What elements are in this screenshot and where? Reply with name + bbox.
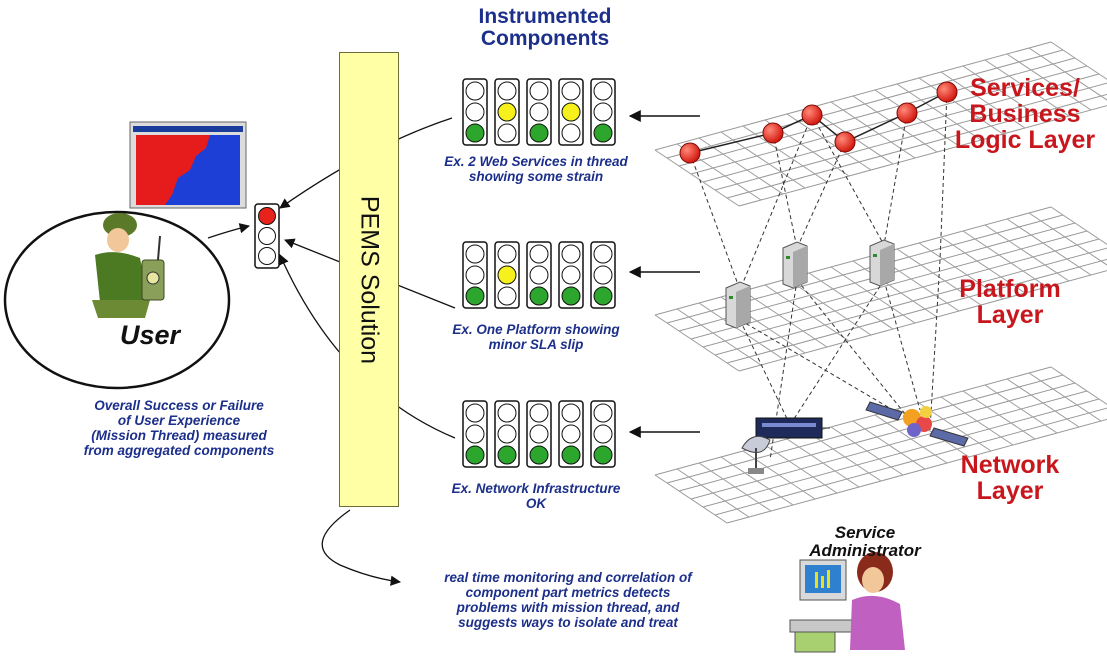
satellite-dish-icon (741, 435, 771, 474)
service-node (936, 81, 958, 103)
traffic-light (526, 400, 552, 468)
platform-layer-label: Platform Layer (959, 275, 1061, 329)
traffic-light (462, 400, 488, 468)
service-administrator-label: Service Administrator (809, 523, 921, 560)
server-icon (725, 281, 751, 329)
instrumented-components-title: Instrumented Components (478, 5, 612, 50)
service-nodes (679, 81, 958, 164)
network-traffic-lights (462, 400, 616, 468)
traffic-light (462, 241, 488, 309)
satellite-icon (865, 401, 969, 447)
monitoring-caption: real time monitoring and correlation of … (444, 570, 692, 630)
layer-connections (689, 91, 948, 461)
server-icon (782, 241, 808, 289)
services-caption: Ex. 2 Web Services in thread showing som… (444, 154, 628, 184)
service-node (762, 122, 784, 144)
router-icon (755, 417, 830, 439)
traffic-light (558, 241, 584, 309)
service-node (801, 104, 823, 126)
user-monitor-icon (129, 121, 247, 209)
traffic-light (462, 78, 488, 146)
user-traffic-light (254, 203, 280, 269)
traffic-light (590, 400, 616, 468)
platform-traffic-lights (462, 241, 616, 309)
platform-caption: Ex. One Platform showing minor SLA slip (452, 322, 620, 352)
admin-person-icon (789, 552, 905, 653)
traffic-light (494, 241, 520, 309)
service-node (834, 131, 856, 153)
traffic-light (590, 241, 616, 309)
server-icon (869, 239, 895, 287)
service-node (679, 142, 701, 164)
traffic-light (526, 241, 552, 309)
traffic-light (526, 78, 552, 146)
layer-to-light-arrows (628, 110, 700, 438)
traffic-light (494, 78, 520, 146)
traffic-light (494, 400, 520, 468)
traffic-light (558, 78, 584, 146)
network-caption: Ex. Network Infrastructure OK (451, 481, 621, 511)
pems-solution-bar: PEMS Solution (339, 52, 399, 507)
services-layer-label: Services/ Business Logic Layer (954, 74, 1096, 154)
traffic-light (590, 78, 616, 146)
user-label: User (119, 320, 181, 350)
soldier-icon (92, 213, 165, 318)
pems-solution-label: PEMS Solution (355, 195, 384, 364)
overall-caption: Overall Success or Failure of User Exper… (83, 398, 275, 458)
services-traffic-lights (462, 78, 616, 146)
traffic-light (558, 400, 584, 468)
server-icons (725, 239, 895, 329)
monitoring-arrow (321, 509, 402, 586)
network-layer-label: Network Layer (960, 451, 1060, 505)
service-node (896, 102, 918, 124)
